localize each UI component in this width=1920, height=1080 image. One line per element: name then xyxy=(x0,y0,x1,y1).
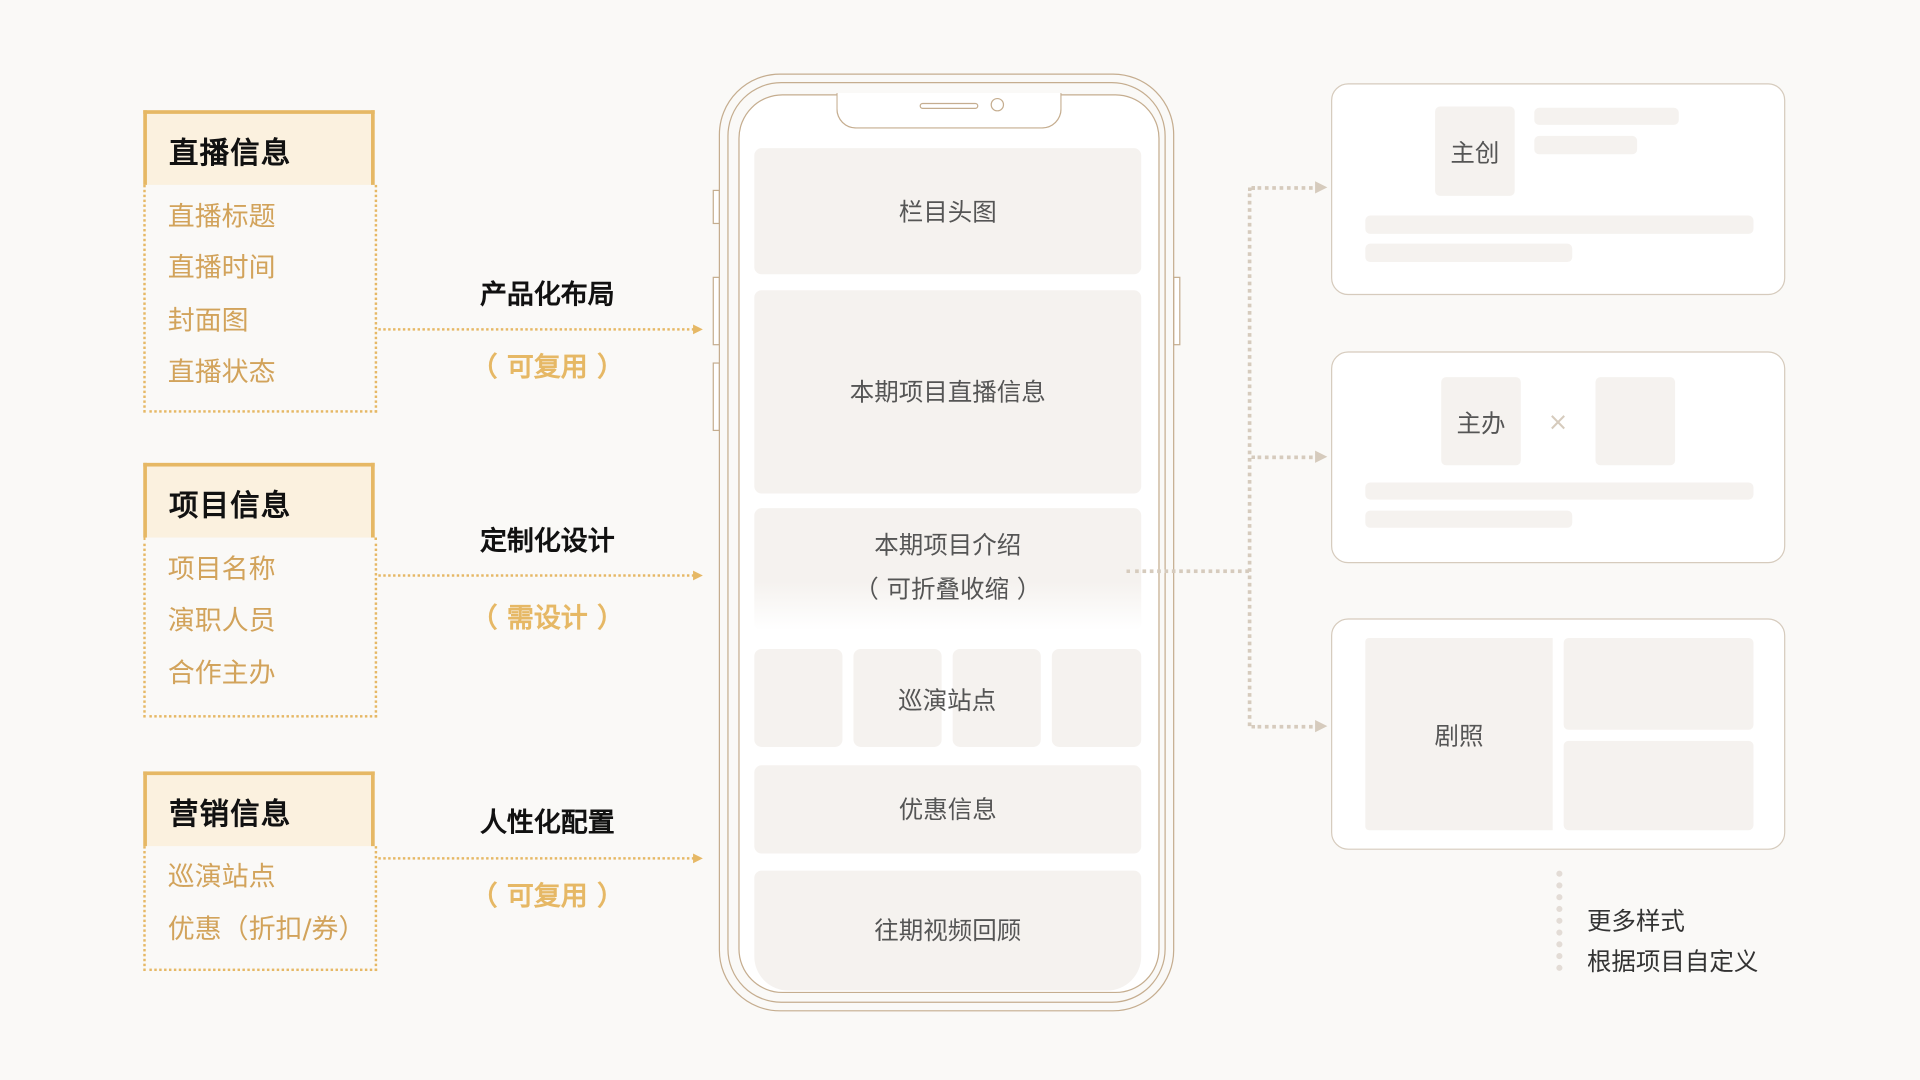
group-item: 巡演站点 xyxy=(167,862,276,893)
arrow-icon xyxy=(1315,181,1328,194)
phone-notch xyxy=(836,93,1062,129)
group-body-marketing xyxy=(143,846,378,972)
connector-line xyxy=(378,328,695,331)
group-body-live xyxy=(143,184,378,413)
custom-by-project-text: 根据项目自定义 xyxy=(1586,946,1759,976)
group-item: 合作主办 xyxy=(167,658,276,690)
still-thumb xyxy=(1563,740,1754,831)
creator-label: 主创 xyxy=(1450,138,1500,168)
branch-line xyxy=(1251,455,1321,460)
arrow-icon xyxy=(693,570,703,581)
group-item: 直播时间 xyxy=(167,253,276,285)
placeholder-bar xyxy=(1534,135,1638,155)
connector-subtitle: （ 需设计 ） xyxy=(470,603,625,635)
block-label: 本期项目介绍 xyxy=(874,530,1022,560)
group-item: 项目名称 xyxy=(167,554,276,586)
tour-tile xyxy=(1051,648,1142,747)
arrow-icon xyxy=(693,324,703,335)
block-past-videos: 往期视频回顾 xyxy=(754,870,1142,991)
group-item: 直播标题 xyxy=(167,202,276,233)
block-live-info: 本期项目直播信息 xyxy=(754,290,1142,494)
still-main: 剧照 xyxy=(1365,637,1553,831)
group-title: 直播信息 xyxy=(168,135,292,171)
group-body-project xyxy=(143,537,378,718)
block-project-intro: 本期项目介绍 （ 可折叠收缩 ） xyxy=(754,508,1142,631)
block-label: 优惠信息 xyxy=(898,794,997,825)
connector-title: 产品化布局 xyxy=(479,280,615,312)
tour-tile xyxy=(754,648,843,747)
block-sublabel: （ 可折叠收缩 ） xyxy=(854,574,1042,604)
camera-icon xyxy=(990,97,1005,112)
stills-label: 剧照 xyxy=(1434,721,1484,751)
branch-line xyxy=(1251,724,1321,729)
more-dots xyxy=(1556,870,1563,972)
placeholder-bar xyxy=(1365,510,1573,528)
branch-line xyxy=(1251,186,1321,190)
group-item: 演职人员 xyxy=(167,606,276,637)
block-tour-stops-label: 巡演站点 xyxy=(898,685,997,715)
arrow-icon xyxy=(693,853,703,864)
phone-frame xyxy=(718,73,1175,1012)
group-header-marketing: 营销信息 xyxy=(143,771,375,847)
group-header-project: 项目信息 xyxy=(143,462,375,538)
connector-subtitle: （ 可复用 ） xyxy=(470,881,625,913)
still-thumb xyxy=(1563,637,1754,730)
speaker-icon xyxy=(919,102,979,109)
placeholder-bar xyxy=(1365,243,1573,263)
block-label: 本期项目直播信息 xyxy=(849,377,1046,407)
group-item: 直播状态 xyxy=(167,357,276,389)
arrow-icon xyxy=(1315,720,1328,733)
creator-avatar: 主创 xyxy=(1435,106,1515,196)
partner-logo xyxy=(1595,377,1676,466)
connector-line xyxy=(378,574,695,577)
arrow-icon xyxy=(1315,450,1328,463)
tour-tile xyxy=(853,648,942,747)
placeholder-bar xyxy=(1534,107,1679,125)
card-hosts xyxy=(1331,351,1786,564)
phone-frame-inner xyxy=(727,82,1166,1003)
connector-title: 人性化配置 xyxy=(479,808,615,839)
group-header-live: 直播信息 xyxy=(143,110,375,185)
branch-line xyxy=(1126,569,1249,574)
connector-title: 定制化设计 xyxy=(479,526,615,558)
tour-tile xyxy=(952,648,1041,747)
branch-line xyxy=(1247,187,1252,727)
group-title: 营销信息 xyxy=(168,797,292,832)
host-label: 主办 xyxy=(1456,408,1506,438)
block-label: 往期视频回顾 xyxy=(874,915,1022,946)
block-label: 栏目头图 xyxy=(898,196,997,226)
connector-subtitle: （ 可复用 ） xyxy=(470,352,625,384)
block-column-banner: 栏目头图 xyxy=(754,148,1142,275)
placeholder-bar xyxy=(1365,482,1754,500)
group-item: 封面图 xyxy=(167,306,249,337)
more-styles-text: 更多样式 xyxy=(1586,906,1685,936)
group-title: 项目信息 xyxy=(168,488,292,523)
placeholder-bar xyxy=(1365,215,1754,234)
host-logo: 主办 xyxy=(1441,377,1521,466)
connector-line xyxy=(378,857,695,860)
times-icon: × xyxy=(1547,406,1569,436)
group-item: 优惠（折扣/券） xyxy=(167,914,366,946)
block-discount: 优惠信息 xyxy=(754,765,1142,854)
